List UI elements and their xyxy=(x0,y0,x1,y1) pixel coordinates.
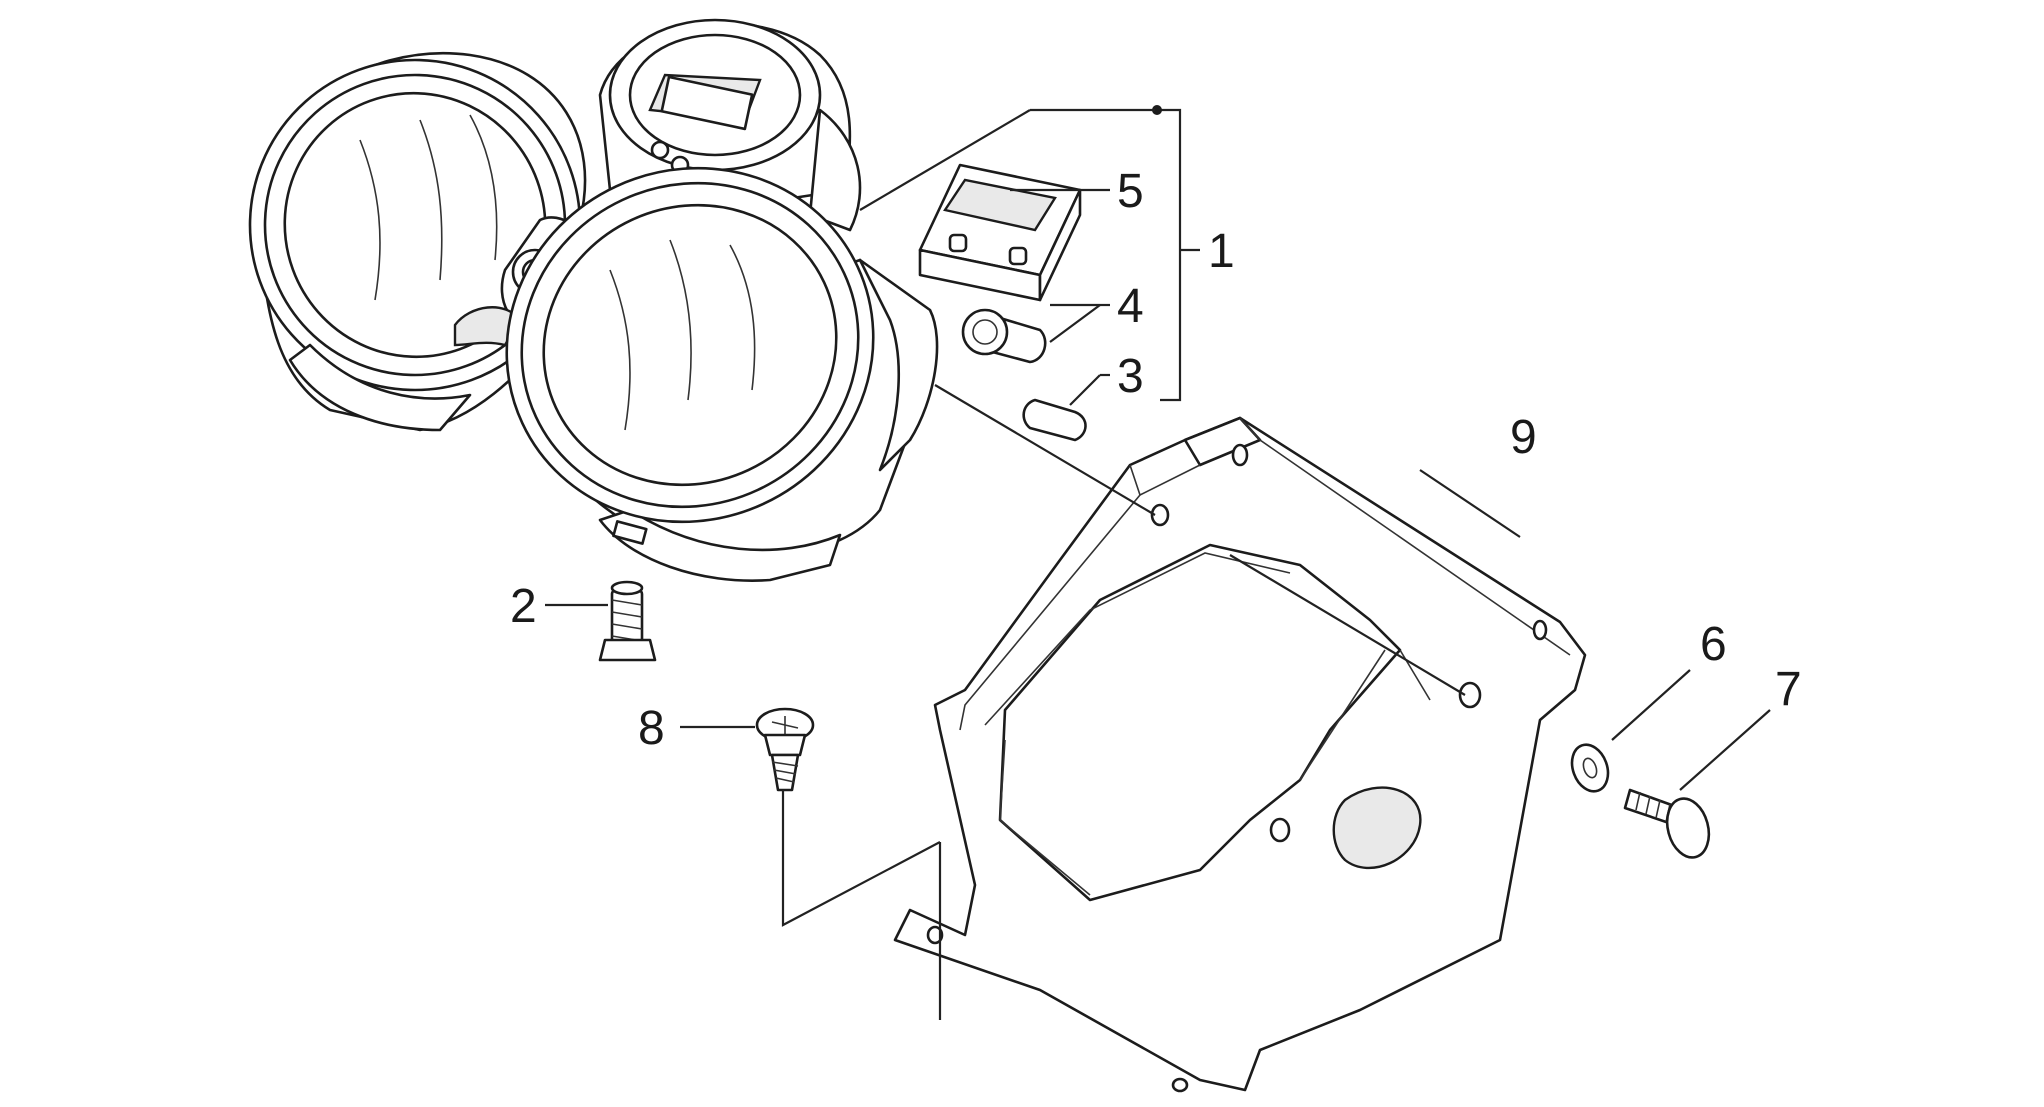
screw-part-2 xyxy=(598,580,657,662)
washer xyxy=(1570,743,1610,793)
bulb xyxy=(961,308,1047,364)
mounting-bracket xyxy=(893,416,1587,1093)
display-module xyxy=(918,163,1082,302)
right-gauge-housing xyxy=(505,166,939,582)
leader-lines xyxy=(545,105,1771,1020)
bulb-socket xyxy=(1022,398,1087,442)
callout-labels: 1 2 3 4 5 6 7 8 9 xyxy=(510,165,1802,755)
callout-1: 1 xyxy=(1208,225,1235,278)
callout-3: 3 xyxy=(1117,350,1144,403)
callout-5: 5 xyxy=(1117,165,1144,218)
callout-6: 6 xyxy=(1700,618,1727,671)
callout-8: 8 xyxy=(638,702,665,755)
callout-2: 2 xyxy=(510,580,537,633)
callout-4: 4 xyxy=(1117,280,1144,333)
screw-part-7 xyxy=(1623,788,1711,859)
callout-9: 9 xyxy=(1510,411,1537,464)
instrument-cluster xyxy=(248,18,939,582)
screw-part-8 xyxy=(755,707,815,792)
rear-gauge-housing xyxy=(598,18,862,232)
callout-7: 7 xyxy=(1775,663,1802,716)
